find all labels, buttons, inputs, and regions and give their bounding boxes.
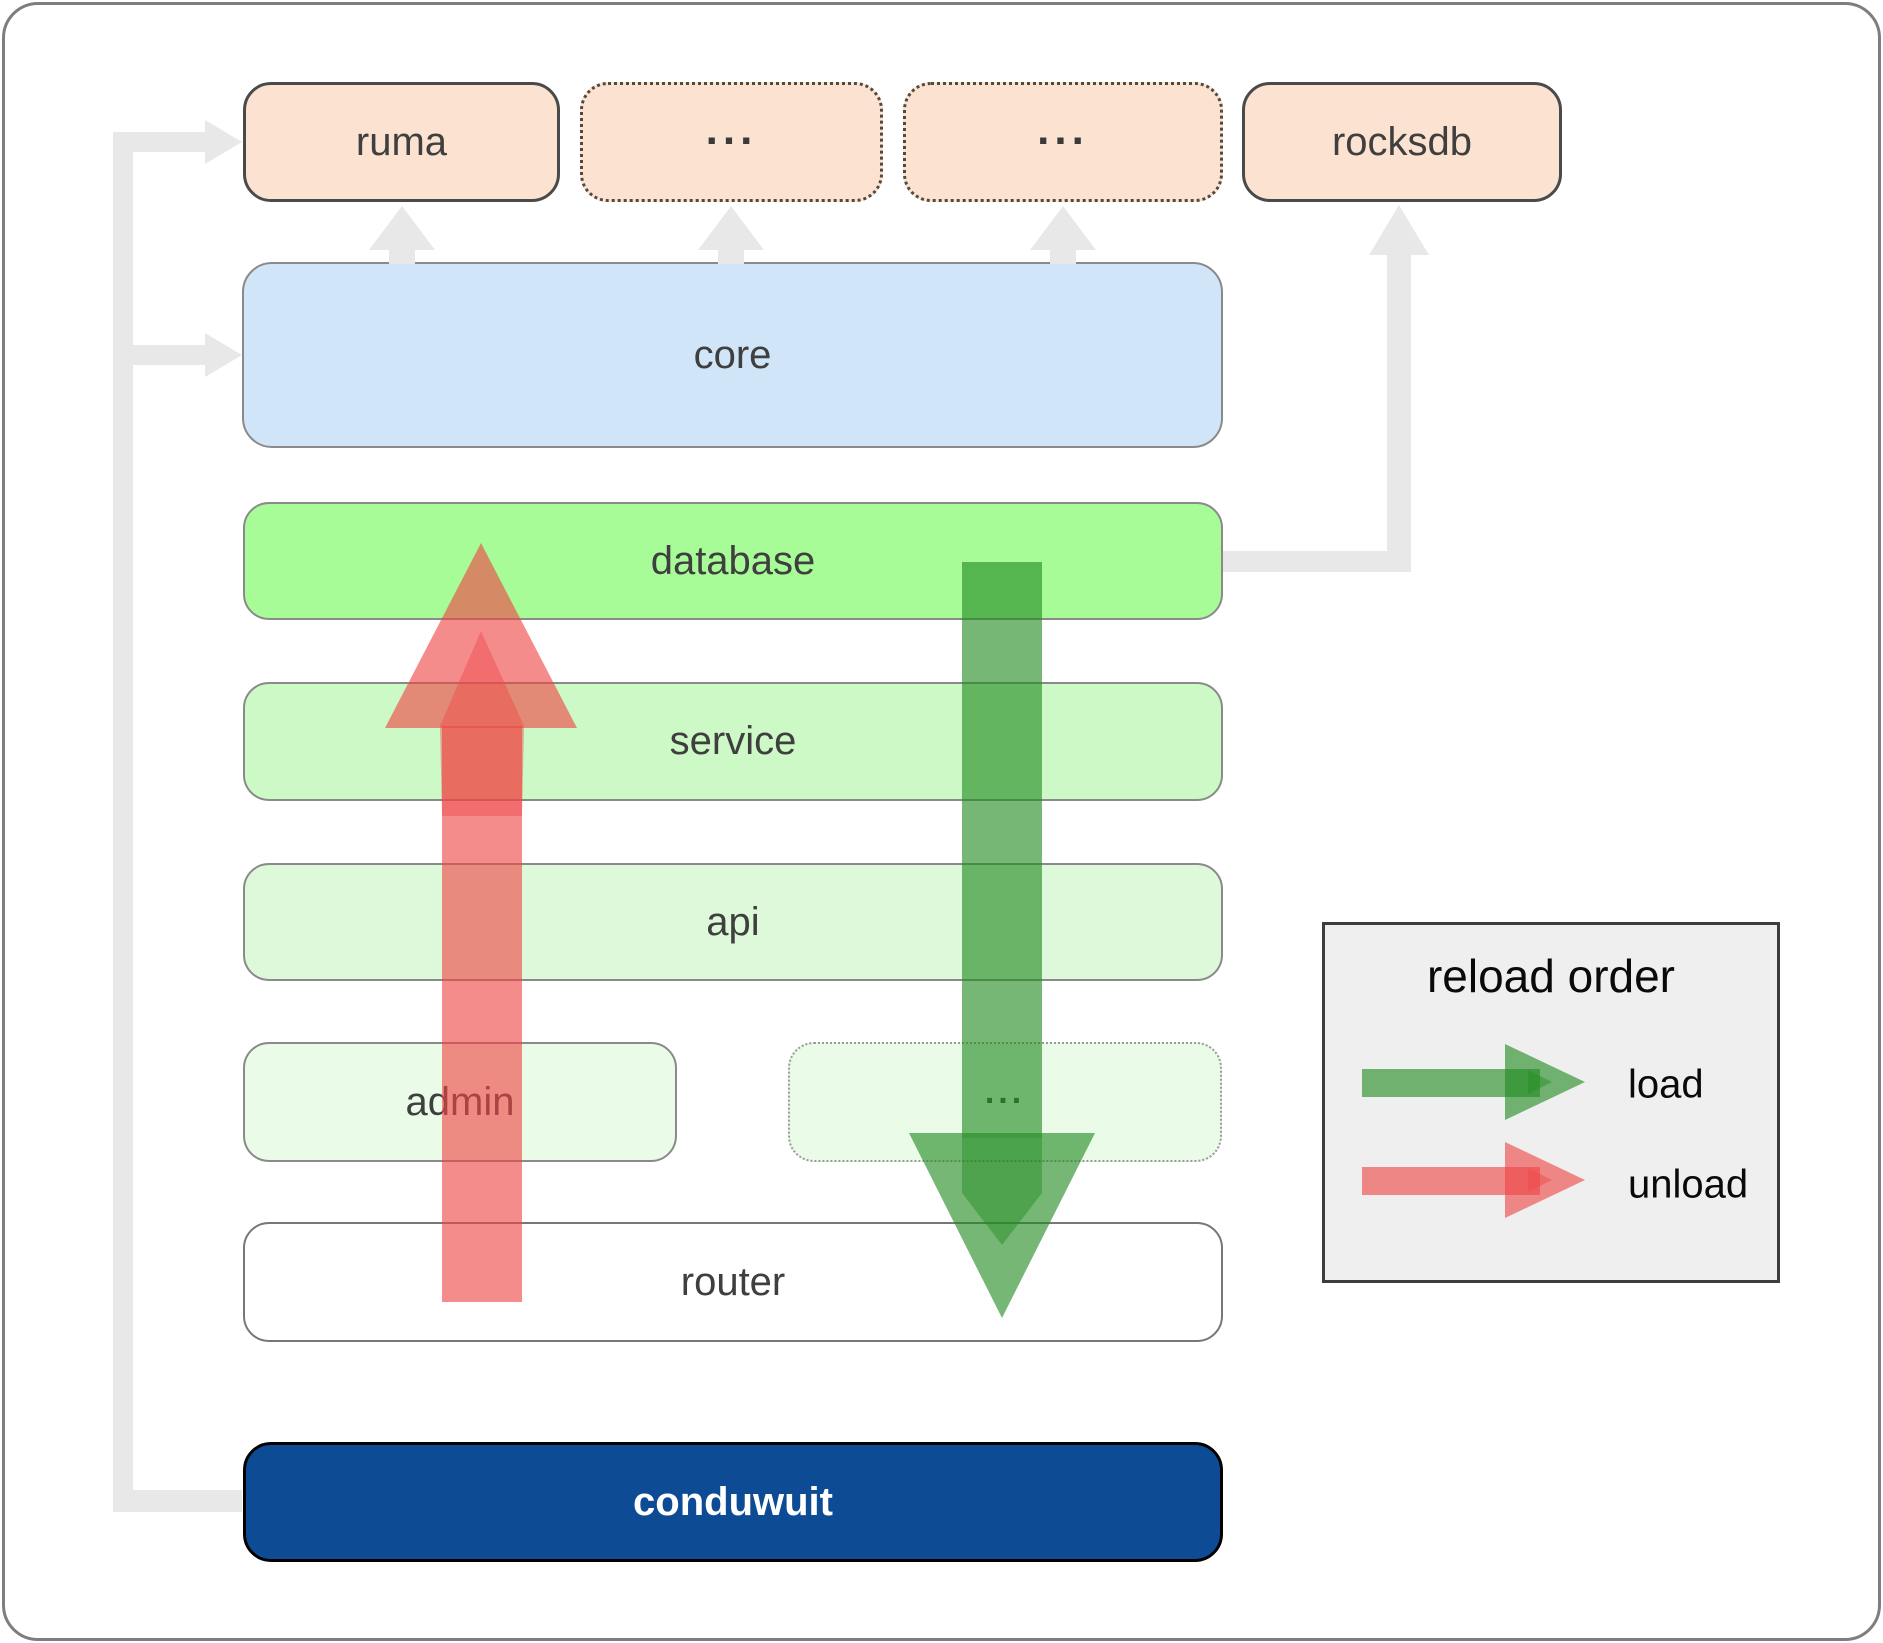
node-ellipsis-1-label: ... (705, 105, 758, 154)
node-core: core (242, 262, 1223, 448)
connector-database-to-rocksdb (1223, 205, 1429, 572)
node-rocksdb: rocksdb (1242, 82, 1562, 202)
arrowhead-to-ruma (205, 120, 242, 164)
node-api-label: api (706, 899, 760, 944)
connector-core-to-ellipsis1 (698, 206, 764, 264)
node-admin: admin (243, 1042, 677, 1162)
legend-unload-label: unload (1628, 1162, 1749, 1207)
node-database: database (243, 502, 1223, 620)
node-rocksdb-label: rocksdb (1331, 119, 1473, 164)
node-conduwuit-label: conduwuit (633, 1479, 833, 1524)
node-ellipsis-1: ... (580, 82, 883, 202)
node-ellipsis-2-label: ... (1037, 105, 1089, 154)
node-ruma-label: ruma (355, 119, 448, 164)
node-admin-label: admin (405, 1079, 515, 1124)
legend-title: reload order (1426, 950, 1676, 1002)
connector-conduwuit-left-line (113, 120, 242, 1512)
node-database-label: database (650, 538, 816, 583)
node-api: api (243, 863, 1223, 981)
node-router: router (243, 1222, 1223, 1342)
node-ellipsis-2: ... (903, 82, 1223, 202)
node-service-label: service (669, 719, 797, 763)
legend: reload order load unload (1322, 922, 1780, 1283)
node-ellipsis-3-label: ... (984, 1072, 1026, 1111)
arrowhead-to-core (205, 333, 242, 377)
node-core-label: core (693, 332, 772, 377)
connector-core-to-ellipsis2 (1030, 206, 1096, 264)
node-conduwuit: conduwuit (243, 1442, 1223, 1562)
node-ruma: ruma (243, 82, 560, 202)
legend-load-label: load (1628, 1062, 1704, 1107)
connector-core-to-ruma (369, 206, 435, 264)
node-router-label: router (680, 1259, 786, 1304)
node-ellipsis-3: ... (788, 1042, 1222, 1162)
node-service: service (243, 682, 1223, 801)
